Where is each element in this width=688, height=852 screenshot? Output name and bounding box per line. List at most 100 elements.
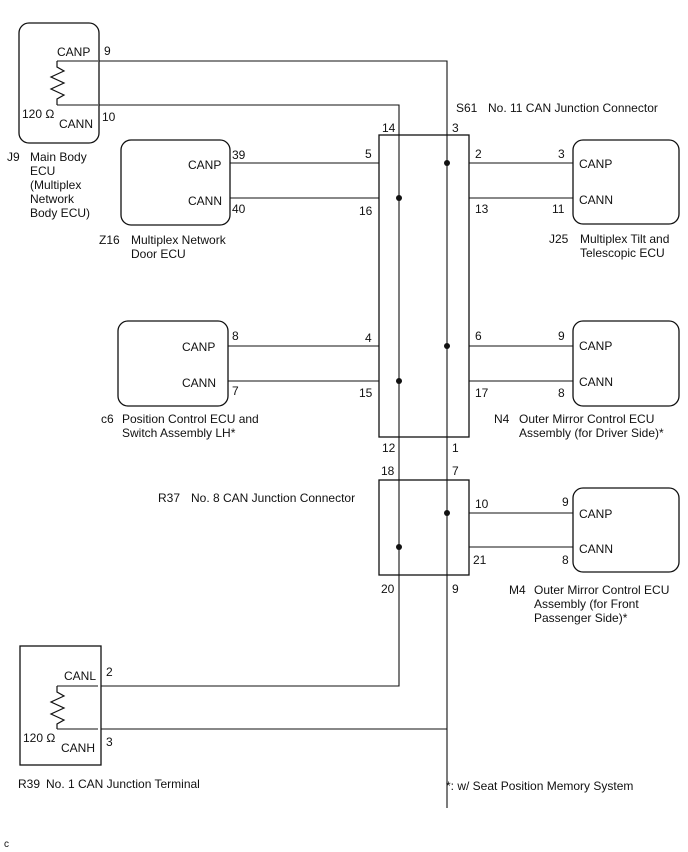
junction-r37: R37 No. 8 CAN Junction Connector 18 7 10… [158,464,489,596]
resistor-icon [49,686,66,729]
junction-r37-pin: 18 [381,464,395,478]
unit-z16-name: Door ECU [131,247,186,261]
unit-j9-pin: 9 [104,44,111,58]
junction-s61-code: S61 [456,101,478,115]
unit-n4-pin: 8 [558,386,565,400]
unit-r39-box [19,645,102,766]
unit-z16-name: Multiplex Network [131,233,227,247]
unit-c6-box [117,320,229,407]
unit-m4-pin: 8 [562,553,569,567]
unit-j25-name: Telescopic ECU [580,246,665,260]
junction-s61-pin: 15 [359,386,373,400]
unit-r39: CANL CANH 120 Ω 2 3 R39 No. 1 CAN Juncti… [18,645,200,791]
unit-z16-pin: 39 [232,148,246,162]
unit-m4-name: Outer Mirror Control ECU [534,583,669,597]
unit-j9-box [18,22,100,144]
unit-m4-box [572,487,680,573]
unit-z16-pin-label: CANP [188,158,221,172]
junction-s61-pin: 4 [365,331,372,345]
unit-n4-pin-label: CANP [579,339,612,353]
junction-r37-pin: 10 [475,497,489,511]
unit-j9-name: Main Body [30,150,87,164]
unit-z16: CANP CANN 39 40 Z16 Multiplex Network Do… [99,139,246,261]
splice-dot [444,343,450,349]
unit-r39-resistance: 120 Ω [23,731,55,745]
unit-r39-code: R39 [18,777,40,791]
unit-z16-pin: 40 [232,202,246,216]
unit-m4-code: M4 [509,583,526,597]
unit-z16-pin-label: CANN [188,194,222,208]
unit-m4-name: Assembly (for Front [534,597,639,611]
unit-r39-pin: 2 [106,665,113,679]
junction-s61-name: No. 11 CAN Junction Connector [488,101,658,115]
unit-j25-pin: 3 [558,147,565,161]
unit-n4-box [572,320,680,407]
unit-r39-pin: 3 [106,735,113,749]
unit-c6-name: Switch Assembly LH* [122,426,236,440]
splice-dot [444,160,450,166]
unit-j25-code: J25 [549,232,569,246]
unit-j25-box [572,139,680,225]
junction-r37-pin: 21 [473,553,487,567]
unit-j9-resistance: 120 Ω [22,107,54,121]
junction-r37-pin: 7 [452,464,459,478]
unit-j25-pin: 11 [552,202,565,216]
splice-points [396,160,450,550]
junction-r37-name: No. 8 CAN Junction Connector [191,491,355,505]
unit-c6-pin: 8 [232,329,239,343]
junction-s61: S61 No. 11 CAN Junction Connector 14 3 5… [359,101,658,455]
junction-s61-pin: 14 [382,121,396,135]
resistor-icon [49,61,66,105]
splice-dot [396,195,402,201]
unit-j9-code: J9 [7,150,20,164]
unit-c6-pin-label: CANN [182,376,216,390]
junction-s61-pin: 2 [475,147,482,161]
unit-c6-pin: 7 [232,384,239,398]
junction-s61-body [378,134,470,438]
junction-s61-pin: 13 [475,202,489,216]
unit-j9: CANP CANN 120 Ω 9 10 J9 Main Body ECU (M… [7,22,116,220]
unit-z16-box [120,139,231,226]
unit-z16-code: Z16 [99,233,120,247]
unit-j25-pin-label: CANN [579,193,613,207]
unit-m4-pin-label: CANN [579,542,613,556]
unit-n4: CANP CANN 9 8 N4 Outer Mirror Control EC… [494,320,680,440]
unit-n4-code: N4 [494,412,510,426]
unit-m4-name: Passenger Side)* [534,611,628,625]
corner-mark: c [4,839,9,850]
junction-s61-pin: 6 [475,329,482,343]
unit-j9-pin-label: CANN [59,117,93,131]
unit-r39-name: No. 1 CAN Junction Terminal [46,777,200,791]
junction-s61-pin: 16 [359,204,373,218]
unit-j25-pin-label: CANP [579,157,612,171]
unit-r39-pin-label: CANL [64,669,96,683]
unit-c6: CANP CANN 8 7 c6 Position Control ECU an… [101,320,259,440]
junction-r37-body [378,479,470,576]
junction-r37-pin: 20 [381,582,395,596]
unit-j25-name: Multiplex Tilt and [580,232,669,246]
unit-c6-name: Position Control ECU and [122,412,259,426]
splice-dot [444,510,450,516]
unit-m4-pin: 9 [562,495,569,509]
unit-j9-name: Network [30,192,75,206]
unit-j9-name: (Multiplex [30,178,81,192]
junction-r37-code: R37 [158,491,180,505]
junction-s61-pin: 5 [365,147,372,161]
unit-j9-pin-label: CANP [57,45,90,59]
splice-dot [396,544,402,550]
unit-m4-pin-label: CANP [579,507,612,521]
unit-c6-pin-label: CANP [182,340,215,354]
unit-j9-pin: 10 [102,110,116,124]
unit-r39-pin-label: CANH [61,741,95,755]
unit-m4: CANP CANN 9 8 M4 Outer Mirror Control EC… [509,487,680,625]
junction-s61-pin: 1 [452,441,459,455]
junction-s61-pin: 3 [452,121,459,135]
unit-n4-name: Assembly (for Driver Side)* [519,426,664,440]
junction-s61-pin: 12 [382,441,396,455]
unit-n4-pin-label: CANN [579,375,613,389]
unit-c6-code: c6 [101,412,114,426]
junction-r37-pin: 9 [452,582,459,596]
junction-s61-pin: 17 [475,386,489,400]
unit-j9-name: ECU [30,164,55,178]
